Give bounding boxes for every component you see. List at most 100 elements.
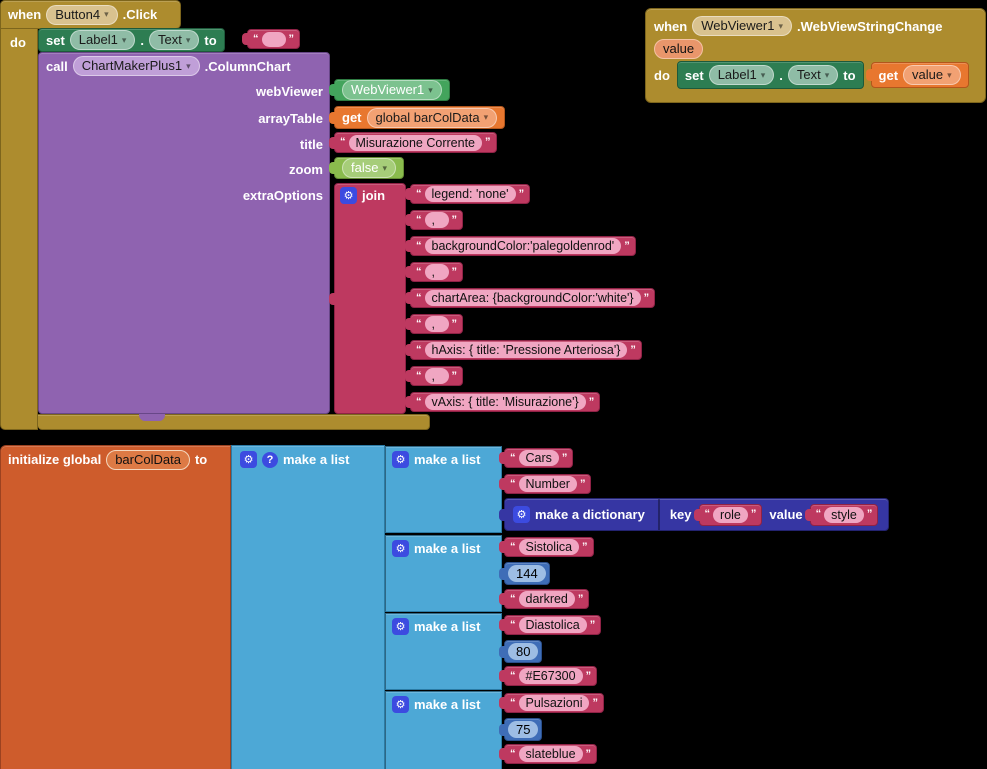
dropdown-arrow-icon: ▾ <box>947 69 952 80</box>
block-string-pulsazioni[interactable]: “Pulsazioni” <box>504 693 604 713</box>
string-field[interactable]: , <box>424 264 449 280</box>
string-field[interactable]: role <box>713 506 748 523</box>
block-join-string[interactable]: “hAxis: { title: 'Pressione Arteriosa'}” <box>410 340 642 360</box>
global-var-name-field[interactable]: barColData <box>106 449 190 470</box>
block-number-80[interactable]: 80 <box>504 640 543 663</box>
number-field[interactable]: 144 <box>508 565 546 582</box>
event-block-foot[interactable] <box>38 414 430 430</box>
help-icon[interactable] <box>262 451 278 468</box>
string-field[interactable]: backgroundColor:'palegoldenrod' <box>424 238 622 254</box>
block-join[interactable]: join <box>334 183 406 414</box>
string-field[interactable] <box>261 31 286 47</box>
mutator-gear-icon[interactable] <box>392 696 409 713</box>
mutator-gear-icon[interactable] <box>392 451 409 468</box>
string-field[interactable]: Diastolica <box>518 617 587 633</box>
make-a-dictionary-label: make a dictionary <box>535 507 645 522</box>
block-number-75[interactable]: 75 <box>504 718 543 741</box>
event-block-header[interactable]: when Button4 ▾ .Click <box>0 0 181 29</box>
block-join-string[interactable]: “backgroundColor:'palegoldenrod'” <box>410 236 636 256</box>
string-field[interactable]: darkred <box>518 591 575 607</box>
value-param-chip[interactable]: value <box>654 39 704 59</box>
block-join-string[interactable]: “,” <box>410 366 463 386</box>
block-get-global-barcoldata[interactable]: get global barColData ▾ <box>334 106 506 129</box>
string-field[interactable]: Number <box>518 476 577 492</box>
block-make-a-list-3[interactable]: make a list <box>385 613 502 690</box>
block-string-cars[interactable]: “Cars” <box>504 448 574 468</box>
value-var-dropdown[interactable]: value ▾ <box>903 65 961 85</box>
label1-dropdown[interactable]: Label1 ▾ <box>69 30 136 50</box>
text-property-dropdown[interactable]: Text ▾ <box>787 65 839 85</box>
mutator-gear-icon[interactable] <box>392 540 409 557</box>
string-field[interactable]: Pulsazioni <box>518 695 590 711</box>
string-field[interactable]: slateblue <box>518 746 583 762</box>
block-join-string[interactable]: “legend: 'none'” <box>410 184 531 204</box>
block-string-sistolica[interactable]: “Sistolica” <box>504 537 594 557</box>
block-join-string[interactable]: “,” <box>410 314 463 334</box>
string-field[interactable]: legend: 'none' <box>424 186 516 202</box>
block-title-string[interactable]: “ Misurazione Corrente ” <box>334 132 497 153</box>
click-event-label: .Click <box>122 7 158 22</box>
make-a-list-label: make a list <box>414 697 481 712</box>
false-dropdown-label: false <box>351 160 379 175</box>
block-get-value[interactable]: get value ▾ <box>870 62 969 88</box>
block-when-webviewstringchange[interactable]: when WebViewer1 ▾ .WebViewStringChange v… <box>645 8 986 103</box>
block-set-label1-text[interactable]: set Label1 ▾ . Text ▾ to <box>676 61 864 89</box>
false-dropdown[interactable]: false ▾ <box>342 158 396 178</box>
make-a-list-label: make a list <box>414 541 481 556</box>
block-string-slateblue[interactable]: “slateblue” <box>504 744 598 764</box>
open-quote: “ <box>510 592 516 605</box>
mutator-gear-icon[interactable] <box>513 506 530 523</box>
mutator-gear-icon[interactable] <box>240 451 257 468</box>
block-string-e67300[interactable]: “#E67300” <box>504 666 598 686</box>
block-make-a-dictionary[interactable]: make a dictionary key “role” value “styl… <box>504 498 890 531</box>
close-quote: ” <box>866 508 873 520</box>
block-make-a-list-outer[interactable]: make a list <box>231 445 385 769</box>
text-property-dropdown[interactable]: Text ▾ <box>149 30 200 50</box>
block-join-string[interactable]: “chartArea: {backgroundColor:'white'}” <box>410 288 656 308</box>
close-quote: ” <box>624 239 630 252</box>
block-webviewer1-component[interactable]: WebViewer1 ▾ <box>334 79 450 101</box>
global-barcoldata-dropdown[interactable]: global barColData ▾ <box>366 107 498 128</box>
block-string-diastolica[interactable]: “Diastolica” <box>504 615 602 635</box>
close-quote: ” <box>518 187 525 200</box>
close-quote: ” <box>592 696 598 709</box>
mutator-gear-icon[interactable] <box>392 618 409 635</box>
label1-dropdown[interactable]: Label1 ▾ <box>708 65 775 85</box>
string-field[interactable]: #E67300 <box>518 668 583 684</box>
block-join-string[interactable]: “,” <box>410 210 463 230</box>
mutator-gear-icon[interactable] <box>340 186 357 204</box>
string-field[interactable]: , <box>424 212 449 228</box>
string-field[interactable]: , <box>424 316 449 332</box>
string-field[interactable]: Misurazione Corrente <box>348 134 482 151</box>
number-field[interactable]: 80 <box>508 643 539 660</box>
block-string-role[interactable]: “role” <box>698 503 763 526</box>
string-field[interactable]: , <box>424 368 449 384</box>
block-string-number[interactable]: “Number” <box>504 474 592 494</box>
block-make-a-list-2[interactable]: make a list <box>385 535 502 612</box>
block-empty-string[interactable]: “ ” <box>247 29 300 49</box>
string-field[interactable]: style <box>824 506 864 523</box>
chartmaker-dropdown[interactable]: ChartMakerPlus1 ▾ <box>72 56 200 76</box>
event-block-spine[interactable] <box>0 0 38 430</box>
webviewer1-dropdown[interactable]: WebViewer1 ▾ <box>342 80 442 100</box>
string-field[interactable]: Sistolica <box>518 539 580 555</box>
block-set-label1-text[interactable]: set Label1 ▾ . Text ▾ to <box>38 28 225 52</box>
block-string-style[interactable]: “style” <box>809 503 879 526</box>
webviewer1-dropdown[interactable]: WebViewer1 ▾ <box>692 16 792 36</box>
block-dictionary-pair[interactable]: key “role” value “style” <box>657 499 881 530</box>
string-field[interactable]: Cars <box>518 450 559 466</box>
block-join-string[interactable]: “,” <box>410 262 463 282</box>
block-string-darkred[interactable]: “darkred” <box>504 589 590 609</box>
block-initialize-global-barcoldata[interactable]: initialize global barColData to <box>0 445 231 769</box>
block-make-a-list-1[interactable]: make a list <box>385 446 502 533</box>
block-join-string[interactable]: “vAxis: { title: 'Misurazione'}” <box>410 392 601 412</box>
string-field[interactable]: vAxis: { title: 'Misurazione'} <box>424 394 586 410</box>
block-call-columnchart[interactable]: call ChartMakerPlus1 ▾ .ColumnChart webV… <box>38 52 330 414</box>
string-field[interactable]: chartArea: {backgroundColor:'white'} <box>424 290 641 306</box>
number-field[interactable]: 75 <box>508 721 539 738</box>
string-field[interactable]: hAxis: { title: 'Pressione Arteriosa'} <box>424 342 628 358</box>
block-logic-false[interactable]: false ▾ <box>334 157 404 179</box>
block-number-144[interactable]: 144 <box>504 562 550 585</box>
button4-dropdown[interactable]: Button4 ▾ <box>46 4 118 25</box>
block-make-a-list-4[interactable]: make a list <box>385 691 502 769</box>
